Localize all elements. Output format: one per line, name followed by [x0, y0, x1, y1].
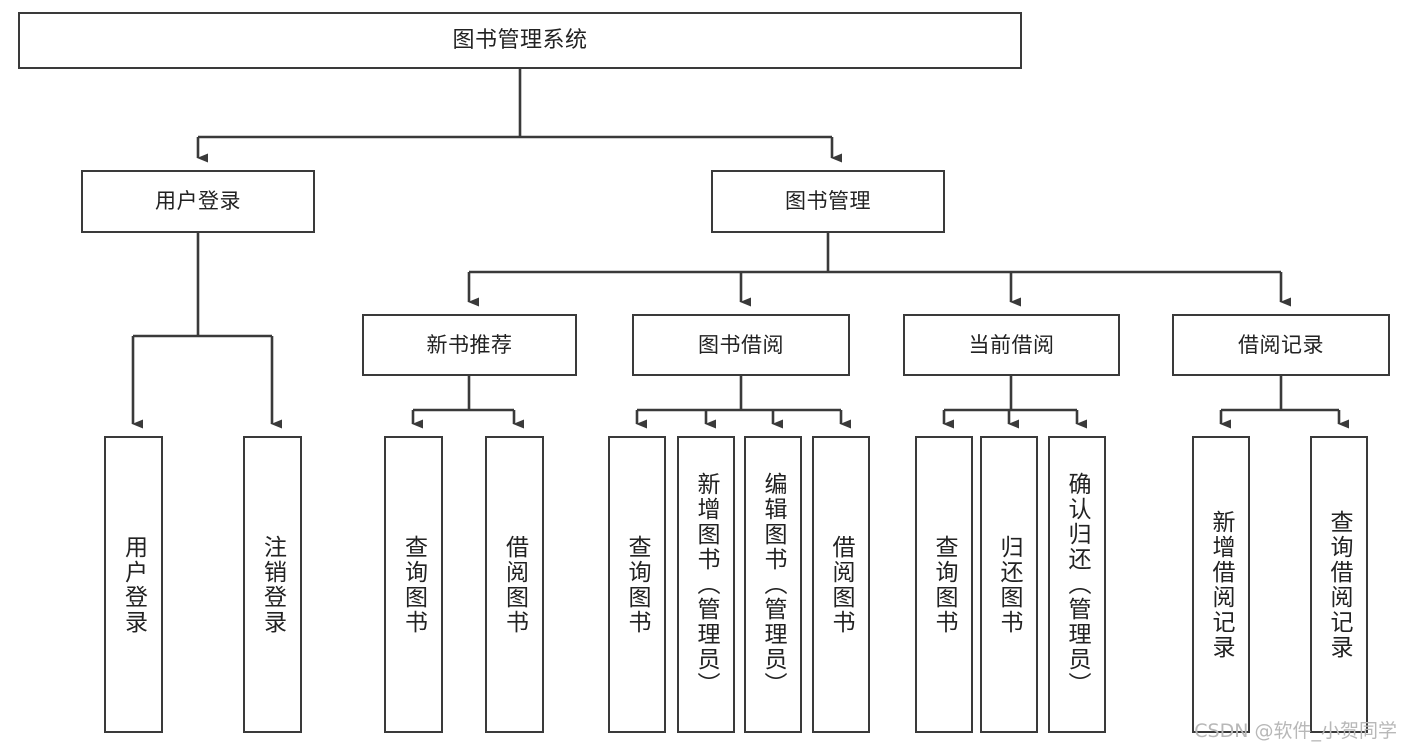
node-label: 图书管理: [785, 189, 871, 214]
leaf-edit-book[interactable]: 编辑图书（管理员）: [744, 436, 802, 733]
node-label: 图书管理系统: [452, 27, 588, 53]
leaf-query-book-recommend[interactable]: 查询图书: [384, 436, 443, 733]
node-label: 新增图书（管理员）: [693, 472, 720, 697]
leaf-return-book[interactable]: 归还图书: [980, 436, 1038, 733]
watermark: CSDN @软件_小贺同学: [1194, 720, 1397, 742]
node-book-borrow[interactable]: 图书借阅: [632, 314, 850, 376]
node-label: 注销登录: [259, 534, 286, 635]
leaf-user-login[interactable]: 用户登录: [104, 436, 163, 733]
node-label: 查询图书: [400, 534, 427, 635]
node-label: 查询图书: [931, 534, 958, 635]
node-user-login[interactable]: 用户登录: [81, 170, 315, 233]
leaf-add-book[interactable]: 新增图书（管理员）: [677, 436, 735, 733]
node-label: 借阅记录: [1238, 332, 1324, 357]
leaf-logout-login[interactable]: 注销登录: [243, 436, 302, 733]
leaf-query-borrow-record[interactable]: 查询借阅记录: [1310, 436, 1368, 733]
leaf-query-book-current[interactable]: 查询图书: [915, 436, 973, 733]
leaf-query-book-borrow[interactable]: 查询图书: [608, 436, 666, 733]
node-label: 新增借阅记录: [1208, 509, 1235, 660]
node-label: 查询借阅记录: [1326, 509, 1353, 660]
node-label: 查询图书: [624, 534, 651, 635]
node-label: 图书借阅: [698, 332, 784, 357]
leaf-add-borrow-record[interactable]: 新增借阅记录: [1192, 436, 1250, 733]
node-label: 编辑图书（管理员）: [760, 472, 787, 697]
node-borrow-record[interactable]: 借阅记录: [1172, 314, 1390, 376]
node-root-system[interactable]: 图书管理系统: [18, 12, 1022, 69]
node-book-management[interactable]: 图书管理: [711, 170, 945, 233]
node-label: 用户登录: [155, 189, 241, 214]
node-label: 用户登录: [120, 534, 147, 635]
node-label: 借阅图书: [501, 534, 528, 635]
node-label: 归还图书: [996, 534, 1023, 635]
leaf-confirm-return[interactable]: 确认归还（管理员）: [1048, 436, 1106, 733]
leaf-borrow-book-recommend[interactable]: 借阅图书: [485, 436, 544, 733]
node-label: 借阅图书: [828, 534, 855, 635]
node-label: 新书推荐: [426, 332, 513, 357]
node-current-borrow[interactable]: 当前借阅: [903, 314, 1120, 376]
node-new-book-recommend[interactable]: 新书推荐: [362, 314, 577, 376]
node-label: 确认归还（管理员）: [1064, 472, 1091, 697]
node-label: 当前借阅: [968, 332, 1055, 357]
leaf-borrow-book[interactable]: 借阅图书: [812, 436, 870, 733]
